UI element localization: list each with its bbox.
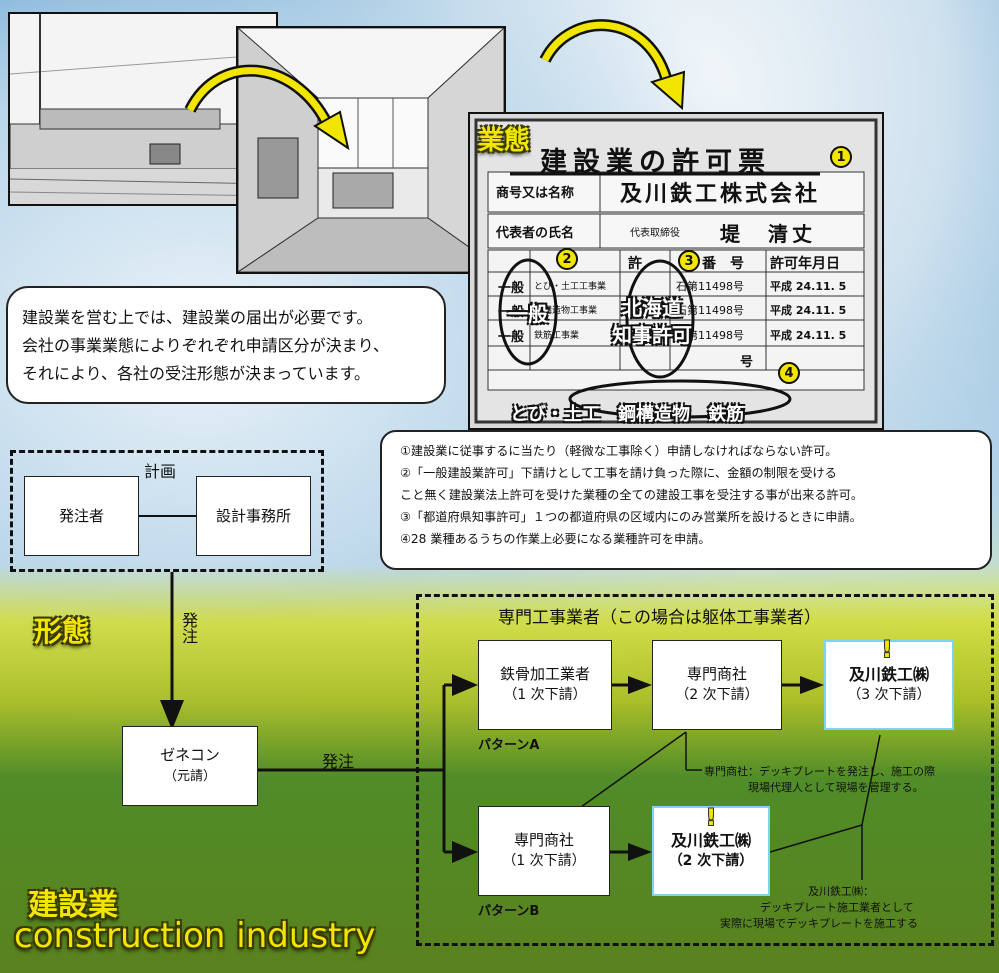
general-contractor-box: ゼネコン （元請） <box>122 726 258 806</box>
form-heading: 形態 <box>34 615 91 648</box>
general-contractor-sub: （元請） <box>163 769 216 784</box>
permit-overlay-governor-line-1: 北海道 <box>622 296 682 320</box>
permit-col-number: 番 号 <box>702 256 744 272</box>
pattern-a-steel-fabricator-name: 鉄骨加工業者 <box>499 665 590 683</box>
permit-row-1-category: とび・土工工事業 <box>534 282 607 292</box>
permit-row-2-date: 平成 24.11. 5 <box>770 304 847 317</box>
pattern-b-trading-tier: （1 次下請） <box>502 853 586 869</box>
photo-flow-arrows <box>184 19 686 151</box>
note-line-4: ③「都道府県知事許可」１つの都道府県の区域内にのみ営業所を設けるときに申請。 <box>400 510 862 524</box>
building-exterior-photo <box>8 12 278 206</box>
permit-value-representative: 堤 清丈 <box>720 222 816 246</box>
intro-line-1: 建設業を営む上では、建設業の届出が必要です。 <box>22 308 373 327</box>
pattern-b-label: パターンB <box>478 904 540 919</box>
permit-overlay-general: 一般 <box>508 302 548 326</box>
footer-title-en: construction industry <box>14 916 376 956</box>
order-vertical-label: 発注 <box>179 612 198 644</box>
permit-marker-3: 3 <box>678 250 700 272</box>
permit-overlay-trades: とび・土工 鋼構造物 鉄筋 <box>510 404 744 425</box>
pattern-a-trading-tier: （2 次下請） <box>675 687 759 703</box>
note-line-3: こと無く建設業法上許可を受けた業種の全ての建設工事を受注する事が出来る許可。 <box>400 488 864 502</box>
permit-marker-1: 1 <box>830 146 852 168</box>
permit-highlight-ellipses <box>498 172 820 419</box>
owner-box: 発注者 <box>24 476 139 556</box>
intro-line-2: 会社の事業業態によりぞれぞれ申請区分が決まり、 <box>22 336 390 355</box>
pattern-b-exclaim-icon: ! <box>706 806 717 831</box>
callout-oikawa-line-1: 及川鉄工㈱： <box>808 885 874 898</box>
permit-value-role: 代表取締役 <box>630 228 680 239</box>
note-line-2: ②「一般建設業許可」下請けとして工事を請け負った際に、金額の制限を受ける <box>400 466 837 480</box>
pattern-b-oikawa-name: 及川鉄工㈱ <box>670 831 751 850</box>
permit-notes: ①建設業に従事するに当たり（軽微な工事除く）申請しなければならない許可。 ②「一… <box>380 430 992 570</box>
pattern-a-trading-box: 専門商社 （2 次下請） <box>652 640 782 730</box>
callout-oikawa-line-2: デッキプレート施工業者として <box>760 901 914 914</box>
specialist-heading: 専門工事業者（この場合は躯体工事業者） <box>498 608 821 628</box>
permit-marker-2: 2 <box>556 248 578 270</box>
general-contractor-name: ゼネコン <box>160 746 220 764</box>
permit-value-company: 及川鉄工株式会社 <box>620 181 821 207</box>
pattern-b-oikawa-box: 及川鉄工㈱ （2 次下請） <box>652 806 770 896</box>
pattern-a-oikawa-tier: （3 次下請） <box>847 687 931 703</box>
pattern-b-trading-box: 専門商社 （1 次下請） <box>478 806 610 896</box>
business-type-heading: 業態 <box>478 126 531 156</box>
pattern-a-steel-fabricator-tier: （1 次下請） <box>503 687 587 703</box>
pattern-a-exclaim-icon: ! <box>882 638 893 663</box>
permit-row-3-category: 鉄筋工事業 <box>534 331 580 341</box>
pattern-a-label: パターンA <box>478 738 540 753</box>
permit-row-1-date: 平成 24.11. 5 <box>770 280 847 293</box>
footer-title-jp: 建設業 <box>28 888 118 923</box>
pattern-b-trading-name: 専門商社 <box>513 831 574 849</box>
design-office-box: 設計事務所 <box>196 476 311 556</box>
permit-marker-4: 4 <box>778 362 800 384</box>
order-horizontal-label: 発注 <box>322 752 355 771</box>
callout-trading-line-1: 専門商社：デッキプレートを発注し、施工の際 <box>704 765 935 778</box>
permit-row-3-date: 平成 24.11. 5 <box>770 329 847 342</box>
permit-col-date: 許可年月日 <box>770 256 840 272</box>
intro-bubble: 建設業を営む上では、建設業の届出が必要です。 会社の事業業態によりぞれぞれ申請区… <box>6 286 446 404</box>
permit-row-misc: 号 <box>740 355 754 370</box>
pattern-a-steel-fabricator-box: 鉄骨加工業者 （1 次下請） <box>478 640 612 730</box>
note-line-5: ④28 業種あるうちの作業上必要になる業種許可を申請。 <box>400 532 711 546</box>
permit-label-trade-name: 商号又は名称 <box>496 186 575 201</box>
owner-label: 発注者 <box>58 506 104 525</box>
permit-col-permit: 許 <box>628 256 642 272</box>
callout-oikawa-line-3: 実際に現場でデッキプレートを施工する <box>720 917 918 930</box>
pattern-a-trading-name: 専門商社 <box>686 665 747 683</box>
permit-row-2-type: 一般 <box>498 305 525 320</box>
intro-line-3: それにより、各社の受注形態が決まっています。 <box>22 364 371 383</box>
permit-row-2-category: 鋼構造物工事業 <box>534 306 598 316</box>
permit-label-representative: 代表者の氏名 <box>496 226 575 241</box>
planning-group <box>10 450 324 572</box>
permit-row-1-number: 石第11498号 <box>676 280 744 293</box>
note-line-1: ①建設業に従事するに当たり（軽微な工事除く）申請しなければならない許可。 <box>400 444 838 458</box>
planning-label: 計画 <box>144 462 177 481</box>
callout-trading-line-2: 現場代理人として現場を管理する。 <box>748 781 924 794</box>
pattern-a-oikawa-box: 及川鉄工㈱ （3 次下請） <box>824 640 954 730</box>
pattern-b-oikawa-tier: （2 次下請） <box>668 853 754 869</box>
design-office-label: 設計事務所 <box>215 506 291 525</box>
pattern-a-oikawa-name: 及川鉄工㈱ <box>848 665 929 684</box>
permit-overlay-governor-line-2: 知事許可 <box>612 323 692 347</box>
permit-board-photo: 建設業の許可票 商号又は名称 及川鉄工株式会社 代表者の氏名 代表取締役 堤 清… <box>468 112 884 430</box>
